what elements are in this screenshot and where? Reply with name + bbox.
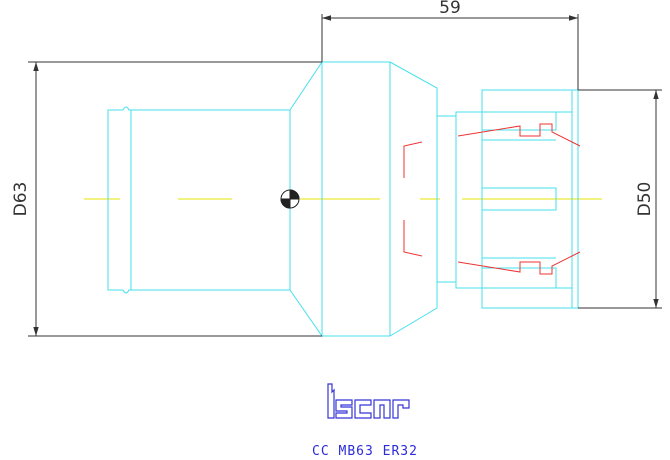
dimension-body-diameter-label: D63	[11, 182, 31, 217]
dimension-length	[321, 14, 579, 90]
iscar-logo-icon	[327, 383, 410, 419]
collet-body	[455, 111, 573, 289]
dimension-length-label: 59	[439, 0, 461, 18]
model-caption: CC MB63 ER32	[312, 444, 418, 459]
dimension-nut-diameter	[578, 89, 662, 309]
collet-details	[403, 123, 581, 275]
center-of-gravity-symbol	[280, 189, 300, 209]
tool-holder-outline	[107, 60, 579, 338]
dimension-nut-diameter-label: D50	[635, 182, 655, 217]
shank	[107, 106, 291, 294]
dimension-body-diameter	[28, 61, 322, 337]
clamping-nut	[481, 89, 579, 309]
